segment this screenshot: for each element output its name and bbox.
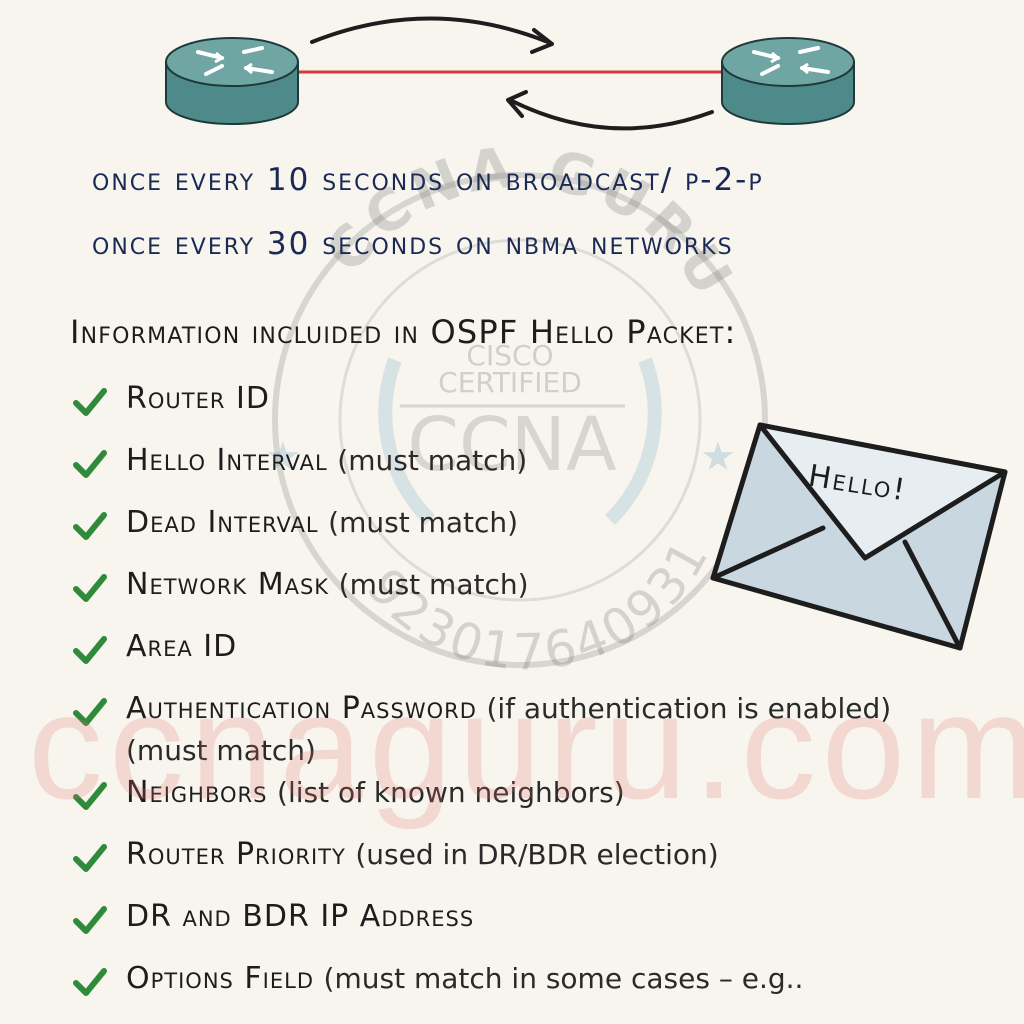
field-text: Area ID xyxy=(126,626,237,668)
check-icon xyxy=(73,698,107,726)
arrow-left-icon xyxy=(508,98,714,131)
field-name: Network Mask xyxy=(126,567,330,602)
arrow-right-icon xyxy=(310,16,550,44)
field-item: Dead Interval (must match) xyxy=(70,502,950,564)
check-icon xyxy=(73,574,107,602)
field-name: Router Priority xyxy=(126,837,346,872)
field-text: Network Mask (must match) xyxy=(126,564,529,606)
router-left-icon xyxy=(165,37,299,125)
field-item: Options Field (must match in some cases … xyxy=(70,958,950,1020)
field-item: Router Priority (used in DR/BDR election… xyxy=(70,834,950,896)
envelope-icon xyxy=(710,422,1008,651)
field-name: Options Field xyxy=(126,961,314,996)
router-right-icon xyxy=(721,37,855,125)
field-note: (used in DR/BDR election) xyxy=(355,838,719,871)
field-item: Hello Interval (must match) xyxy=(70,440,950,502)
field-text: Authentication Password (if authenticati… xyxy=(126,688,950,772)
check-icon xyxy=(73,844,107,872)
check-icon xyxy=(73,388,107,416)
field-name: Dead Interval xyxy=(126,505,319,540)
field-text: Hello Interval (must match) xyxy=(126,440,527,482)
field-text: Router ID xyxy=(126,378,270,420)
field-item: Router ID xyxy=(70,378,950,440)
field-name: Hello Interval xyxy=(126,443,328,478)
field-text: DR and BDR IP Address xyxy=(126,896,474,938)
field-note: (list of known neighbors) xyxy=(277,776,625,809)
hello-timing-nbma: once every 30 seconds on nbma networks xyxy=(92,226,734,262)
check-icon xyxy=(73,636,107,664)
check-icon xyxy=(73,512,107,540)
field-item: Neighbors (list of known neighbors) xyxy=(70,772,950,834)
field-note: (must match) xyxy=(328,506,519,539)
field-name: Neighbors xyxy=(126,775,268,810)
field-item: DR and BDR IP Address xyxy=(70,896,950,958)
check-icon xyxy=(73,906,107,934)
field-name: DR and BDR IP Address xyxy=(126,899,475,934)
field-note: (must match) xyxy=(338,568,529,601)
field-text: Dead Interval (must match) xyxy=(126,502,518,544)
field-text: Neighbors (list of known neighbors) xyxy=(126,772,625,814)
packet-contents-heading: Information incluided in OSPF Hello Pack… xyxy=(70,313,737,351)
field-note: (must match) xyxy=(337,444,528,477)
field-name: Area ID xyxy=(126,629,238,664)
field-item: Authentication Password (if authenticati… xyxy=(70,688,950,772)
check-icon xyxy=(73,782,107,810)
field-note: (must match in some cases – e.g.. xyxy=(323,962,804,995)
field-name: Router ID xyxy=(126,381,270,416)
field-text: Router Priority (used in DR/BDR election… xyxy=(126,834,719,876)
field-text: Options Field (must match in some cases … xyxy=(126,958,803,1000)
check-icon xyxy=(73,968,107,996)
field-item: Network Mask (must match) xyxy=(70,564,950,626)
router-exchange xyxy=(165,16,855,131)
hello-timing-broadcast: once every 10 seconds on broadcast/ p-2-… xyxy=(92,162,764,198)
check-icon xyxy=(73,450,107,478)
field-item: Area ID xyxy=(70,626,950,688)
field-note: (if authentication is enabled) (must mat… xyxy=(126,692,892,767)
field-name: Authentication Password xyxy=(126,691,477,726)
